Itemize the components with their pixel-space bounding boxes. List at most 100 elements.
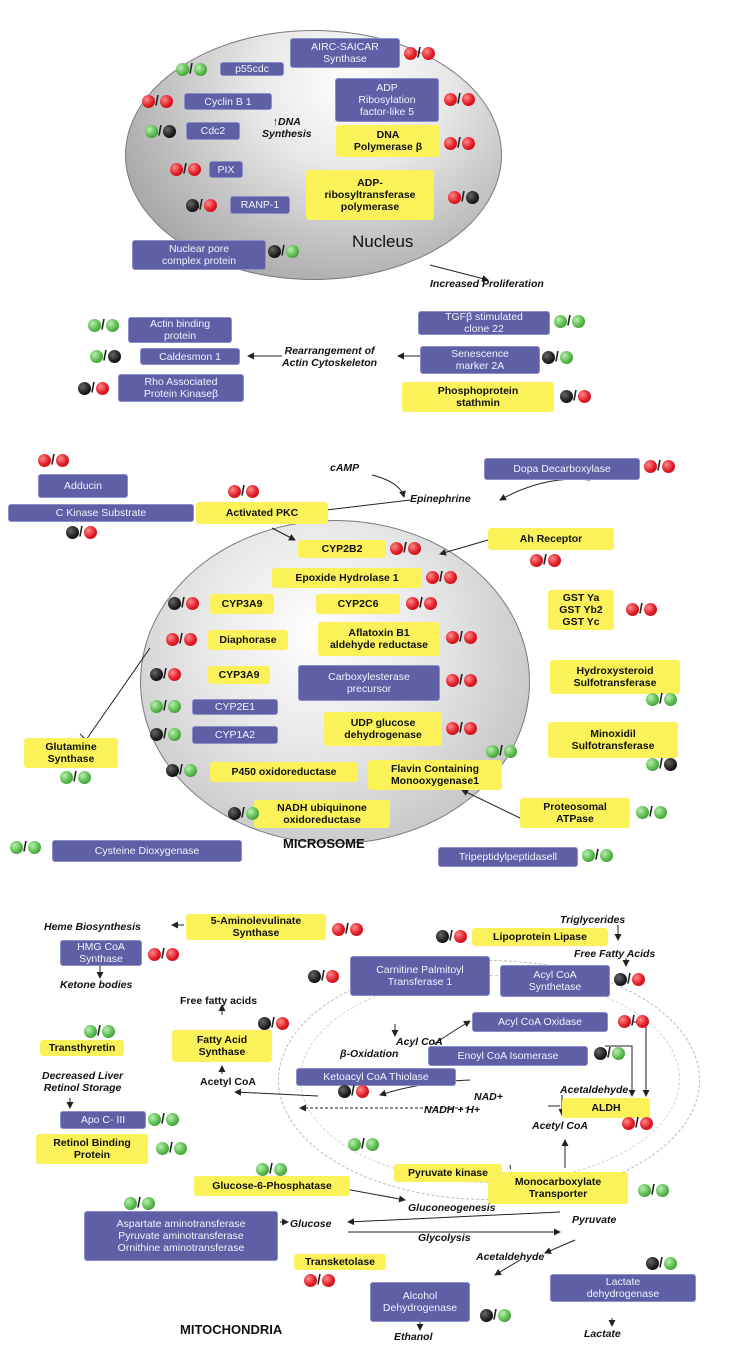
expression-indicator-glns: / (60, 768, 98, 785)
red-dot-icon (390, 542, 403, 555)
red-dot-icon (644, 460, 657, 473)
red-dot-icon (356, 1085, 369, 1098)
red-dot-icon (464, 722, 477, 735)
green-dot-icon (636, 806, 649, 819)
slash-separator: / (281, 242, 285, 258)
pathway-label-prolif: Increased Proliferation (430, 278, 544, 290)
protein-box-aldh: ALDH (562, 1098, 650, 1118)
red-dot-icon (276, 1017, 289, 1030)
slash-separator: / (659, 1254, 663, 1270)
expression-indicator-carboxyl: / (446, 671, 484, 688)
green-dot-icon (638, 1184, 651, 1197)
red-dot-icon (618, 1015, 631, 1028)
green-dot-icon (486, 745, 499, 758)
red-dot-icon (204, 199, 217, 212)
slash-separator: / (161, 945, 165, 961)
protein-box-glns: Glutamine Synthase (24, 738, 118, 768)
expression-indicator-dnapol: / (444, 134, 482, 151)
expression-indicator-fas: / (258, 1014, 296, 1031)
expression-indicator-nadhub: / (228, 804, 266, 821)
pathway-label-trig: Triglycerides (560, 914, 626, 926)
expression-indicator-tk: / (304, 1271, 342, 1288)
pathway-label-hemebio: Heme Biosynthesis (44, 921, 141, 933)
green-dot-icon (194, 63, 207, 76)
expression-indicator-minox: / (646, 755, 684, 772)
green-dot-icon (150, 700, 163, 713)
expression-indicator-udpgd: / (446, 719, 484, 736)
slash-separator: / (651, 1181, 655, 1197)
red-dot-icon (160, 95, 173, 108)
slash-separator: / (101, 316, 105, 332)
expression-indicator-cks: / (66, 523, 104, 540)
slash-separator: / (649, 803, 653, 819)
expression-indicator-caldesmon: / (90, 347, 128, 364)
protein-box-npcp: Nuclear pore complex protein (132, 240, 266, 270)
black-dot-icon (268, 245, 281, 258)
expression-indicator-adprt: / (448, 188, 486, 205)
red-dot-icon (422, 47, 435, 60)
black-dot-icon (78, 382, 91, 395)
green-dot-icon (102, 1025, 115, 1038)
black-dot-icon (186, 199, 199, 212)
protein-box-proteo: Proteosomal ATPase (520, 798, 630, 828)
expression-indicator-ldh: / (646, 1254, 684, 1271)
expression-indicator-cyp2b2: / (390, 539, 428, 556)
protein-box-apoc3: Apo C- III (60, 1111, 146, 1129)
slash-separator: / (163, 665, 167, 681)
red-dot-icon (636, 1015, 649, 1028)
green-dot-icon (142, 1197, 155, 1210)
red-dot-icon (246, 485, 259, 498)
red-dot-icon (326, 970, 339, 983)
protein-box-mct: Monocarboxylate Transporter (488, 1172, 628, 1204)
pathway-label-acetaldehyde2: Acetaldehyde (476, 1251, 545, 1263)
pathway-label-acetylcoa2: Acetyl CoA (532, 1120, 589, 1132)
protein-box-dnapol: DNA Polymerase β (336, 125, 440, 157)
slash-separator: / (158, 122, 162, 138)
protein-box-p55cdc: p55cdc (220, 62, 284, 76)
protein-box-ttr: Transthyretin (40, 1040, 124, 1056)
protein-box-ldh: Lactate dehydrogenase (550, 1274, 696, 1302)
green-dot-icon (166, 1113, 179, 1126)
expression-indicator-aco: / (618, 1012, 656, 1029)
arrow-nucleus-proliferation (429, 264, 489, 282)
protein-box-ahr: Ah Receptor (488, 528, 614, 550)
slash-separator: / (155, 92, 159, 108)
expression-indicator-cdc2: / (145, 122, 183, 139)
arrow-aco-aldh (632, 1021, 650, 1097)
slash-separator: / (419, 594, 423, 610)
arrow-g6p-gluconeo (339, 1187, 406, 1203)
green-dot-icon (10, 841, 23, 854)
slash-separator: / (659, 755, 663, 771)
slash-separator: / (627, 970, 631, 986)
slash-separator: / (403, 539, 407, 555)
expression-indicator-tripep: / (582, 846, 620, 863)
slash-separator: / (659, 690, 663, 706)
protein-box-diaphorase: Diaphorase (208, 630, 288, 650)
slash-separator: / (417, 44, 421, 60)
green-dot-icon (28, 841, 41, 854)
protein-box-carboxyl: Carboxylesterase precursor (298, 665, 440, 701)
protein-box-tripep: Tripeptidylpeptidasell (438, 847, 578, 867)
slash-separator: / (169, 1139, 173, 1155)
protein-box-udpgd: UDP glucose dehydrogenase (324, 712, 442, 746)
green-dot-icon (156, 1142, 169, 1155)
pathway-label-dnasynth: ↑DNA Synthesis (262, 116, 312, 140)
green-dot-icon (498, 1309, 511, 1322)
green-dot-icon (654, 806, 667, 819)
protein-box-nadhub: NADH ubiquinone oxidoreductase (254, 800, 390, 828)
expression-indicator-stathmin: / (560, 387, 598, 404)
protein-box-actinbp: Actin binding protein (128, 317, 232, 343)
green-dot-icon (145, 125, 158, 138)
expression-indicator-enoyl: / (594, 1044, 632, 1061)
black-dot-icon (166, 764, 179, 777)
green-dot-icon (84, 1025, 97, 1038)
protein-box-cyp1a2: CYP1A2 (192, 726, 278, 744)
pathway-label-ketone: Ketone bodies (60, 979, 133, 991)
protein-box-adh: Alcohol Dehydrogenase (370, 1282, 470, 1322)
slash-separator: / (241, 804, 245, 820)
green-dot-icon (554, 315, 567, 328)
red-dot-icon (454, 930, 467, 943)
black-dot-icon (150, 728, 163, 741)
protein-box-cysdiox: Cysteine Dioxygenase (52, 840, 242, 862)
green-dot-icon (572, 315, 585, 328)
